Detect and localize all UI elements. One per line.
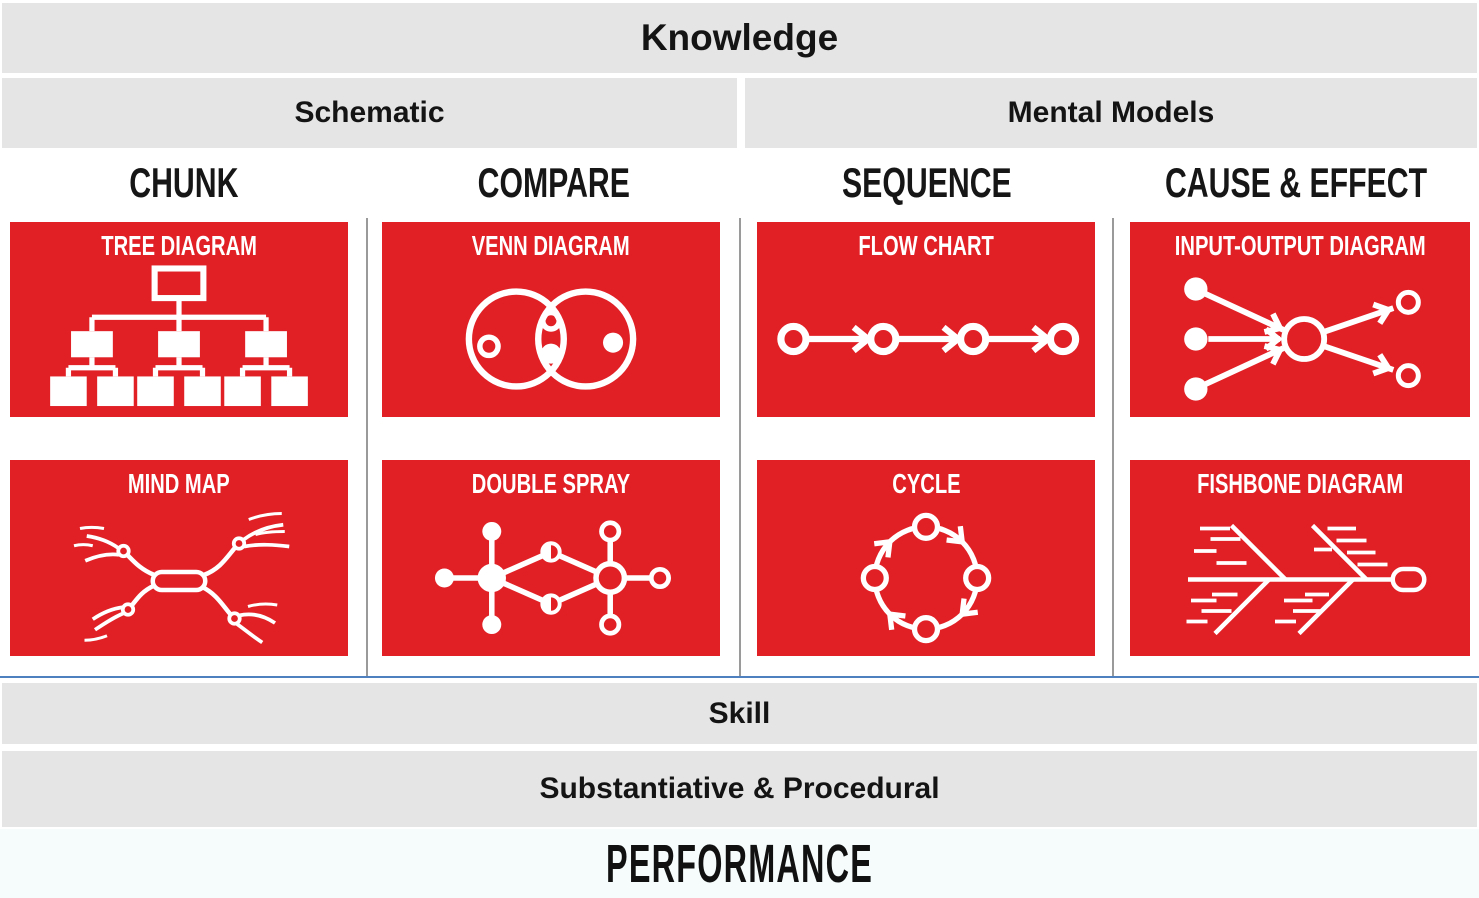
mind-map-icon bbox=[10, 500, 348, 656]
input-output-diagram-title: INPUT-OUTPUT DIAGRAM bbox=[1174, 230, 1426, 261]
knowledge-header-bar: Knowledge bbox=[2, 3, 1477, 73]
chunk-label: CHUNK bbox=[128, 159, 239, 206]
cycle-icon bbox=[757, 500, 1095, 656]
mind-map-title: MIND MAP bbox=[128, 468, 230, 499]
card-fishbone-diagram: FISHBONE DIAGRAM bbox=[1130, 460, 1470, 656]
column-divider bbox=[739, 218, 741, 676]
group-header-schematic: Schematic bbox=[2, 78, 737, 148]
schematic-label: Schematic bbox=[294, 96, 445, 129]
group-header-mental-models: Mental Models bbox=[745, 78, 1477, 148]
column-header-cause-effect: CAUSE & EFFECT bbox=[1113, 150, 1479, 216]
card-tree-diagram: TREE DIAGRAM bbox=[10, 222, 348, 417]
sequence-label: SEQUENCE bbox=[841, 159, 1012, 206]
tree-diagram-title: TREE DIAGRAM bbox=[101, 230, 257, 261]
cycle-title: CYCLE bbox=[891, 468, 961, 499]
column-header-chunk: CHUNK bbox=[0, 150, 367, 216]
column-header-sequence: SEQUENCE bbox=[740, 150, 1113, 216]
card-mind-map: MIND MAP bbox=[10, 460, 348, 656]
column-header-compare: COMPARE bbox=[367, 150, 740, 216]
tree-diagram-icon bbox=[10, 262, 348, 417]
double-spray-title: DOUBLE SPRAY bbox=[471, 468, 631, 499]
card-venn-diagram: VENN DIAGRAM bbox=[382, 222, 720, 417]
card-double-spray: DOUBLE SPRAY bbox=[382, 460, 720, 656]
venn-diagram-icon bbox=[382, 262, 720, 417]
skill-bar: Skill bbox=[2, 683, 1477, 744]
fishbone-diagram-title: FISHBONE DIAGRAM bbox=[1196, 468, 1404, 499]
fishbone-diagram-icon bbox=[1130, 500, 1470, 656]
column-divider bbox=[366, 218, 368, 676]
column-divider bbox=[1112, 218, 1114, 676]
cause-effect-label: CAUSE & EFFECT bbox=[1164, 159, 1428, 206]
card-cycle: CYCLE bbox=[757, 460, 1095, 656]
skill-label: Skill bbox=[708, 696, 771, 730]
mental-models-label: Mental Models bbox=[1007, 96, 1215, 129]
card-input-output-diagram: INPUT-OUTPUT DIAGRAM bbox=[1130, 222, 1470, 417]
double-spray-icon bbox=[382, 500, 720, 656]
performance-footer: PERFORMANCE bbox=[0, 829, 1479, 898]
performance-label: PERFORMANCE bbox=[605, 833, 873, 894]
substantiative-procedural-bar: Substantiative & Procedural bbox=[2, 751, 1477, 827]
input-output-diagram-icon bbox=[1130, 262, 1470, 417]
compare-label: COMPARE bbox=[477, 159, 630, 206]
section-separator-line bbox=[0, 676, 1479, 678]
substantiative-procedural-label: Substantiative & Procedural bbox=[539, 772, 940, 805]
knowledge-title: Knowledge bbox=[640, 17, 839, 58]
venn-diagram-title: VENN DIAGRAM bbox=[472, 230, 630, 261]
card-flow-chart: FLOW CHART bbox=[757, 222, 1095, 417]
flow-chart-title: FLOW CHART bbox=[858, 230, 994, 261]
flow-chart-icon bbox=[757, 262, 1095, 417]
